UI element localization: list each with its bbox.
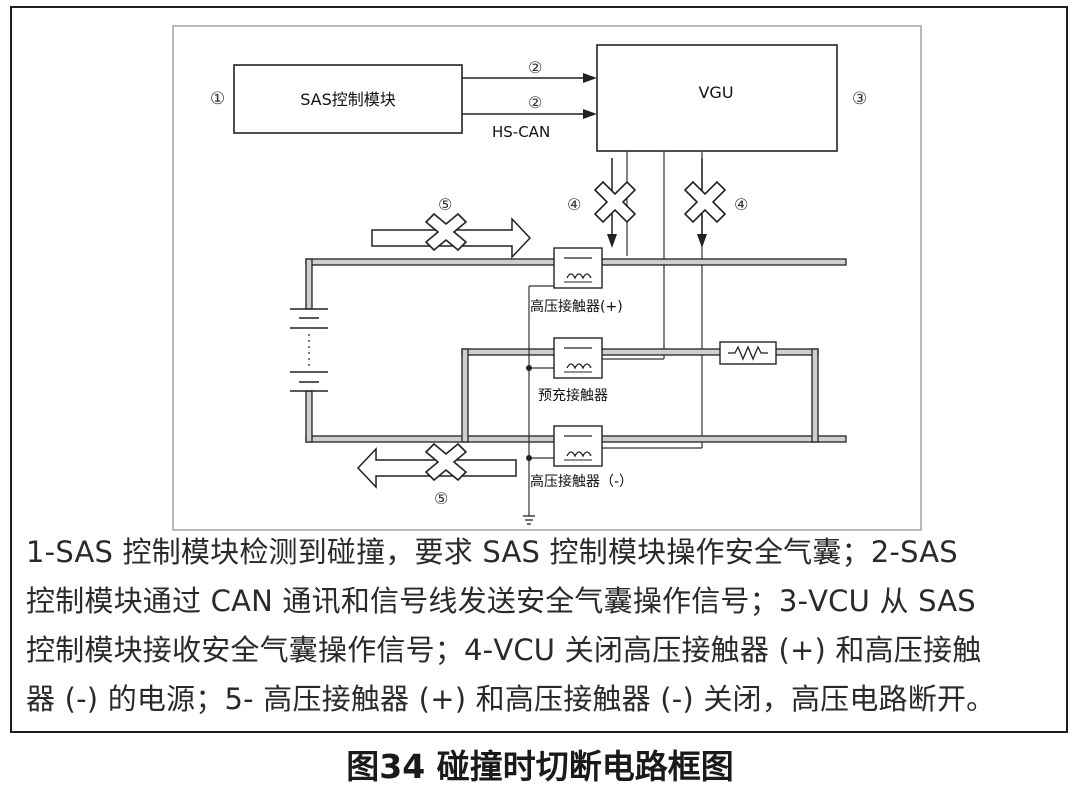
- description-text: 1-SAS 控制模块检测到碰撞，要求 SAS 控制模块操作安全气囊；2-SAS …: [26, 528, 1066, 724]
- precharge-contactor-label: 预充接触器: [538, 387, 608, 404]
- vgu-box: [596, 44, 838, 152]
- marker-4a: ④: [567, 195, 581, 214]
- figure-frame: ① ③ SAS控制模块 VGU ② ② HS-CAN ④: [10, 6, 1068, 733]
- circuit-diagram: ① ③ SAS控制模块 VGU ② ② HS-CAN ④: [172, 25, 922, 531]
- junction-dot-1: [526, 365, 532, 371]
- battery-wire-bottom: [305, 390, 313, 443]
- cross-mark-right: [683, 180, 727, 224]
- resistor-icon: [719, 341, 777, 365]
- description-line-1: 1-SAS 控制模块检测到碰撞，要求 SAS 控制模块操作安全气囊；2-SAS: [26, 535, 958, 569]
- precharge-wire-left: [461, 348, 469, 443]
- junction-dot-2: [526, 455, 532, 461]
- contactor-negative-label: 高压接触器（-）: [530, 473, 633, 490]
- current-arrow-right-icon: [371, 212, 532, 259]
- ground-icon: [523, 515, 535, 525]
- marker-5b: ⑤: [434, 489, 448, 508]
- contactor-positive-icon: [553, 247, 603, 289]
- contactor-negative-icon: [553, 425, 603, 467]
- battery-icon: [290, 308, 328, 392]
- cut-arrow-left-head: [607, 234, 617, 248]
- description-line-4: 器 (-) 的电源；5- 高压接触器 (+) 和高压接触器 (-) 关闭，高压电…: [26, 682, 996, 716]
- cross-mark-left: [593, 180, 637, 224]
- sas-module-label: SAS控制模块: [300, 90, 396, 109]
- marker-2b: ②: [528, 93, 542, 112]
- signal-arrowhead: [583, 73, 597, 83]
- figure-caption: 图34 碰撞时切断电路框图: [346, 747, 734, 786]
- description-line-3: 控制模块接收安全气囊操作信号；4-VCU 关闭高压接触器 (+) 和高压接触: [26, 633, 982, 667]
- vgu-label: VGU: [698, 83, 733, 102]
- cut-arrow-right-head: [697, 234, 707, 248]
- hs-can-label: HS-CAN: [492, 123, 550, 141]
- description-line-2: 控制模块通过 CAN 通讯和信号线发送安全气囊操作信号；3-VCU 从 SAS: [26, 584, 976, 618]
- precharge-contactor-icon: [553, 337, 603, 379]
- marker-4b: ④: [734, 195, 748, 214]
- marker-3: ③: [852, 89, 867, 109]
- can-arrowhead: [583, 109, 597, 119]
- contactor-positive-label: 高压接触器(+): [530, 298, 623, 315]
- diagram-border: [172, 25, 922, 531]
- precharge-wire-right: [811, 348, 819, 443]
- sas-module-box: [233, 64, 463, 134]
- marker-1: ①: [210, 89, 225, 109]
- battery-wire-top: [305, 258, 313, 310]
- marker-5a: ⑤: [438, 195, 452, 214]
- marker-2a: ②: [528, 58, 542, 77]
- current-arrow-left-icon: [356, 442, 517, 489]
